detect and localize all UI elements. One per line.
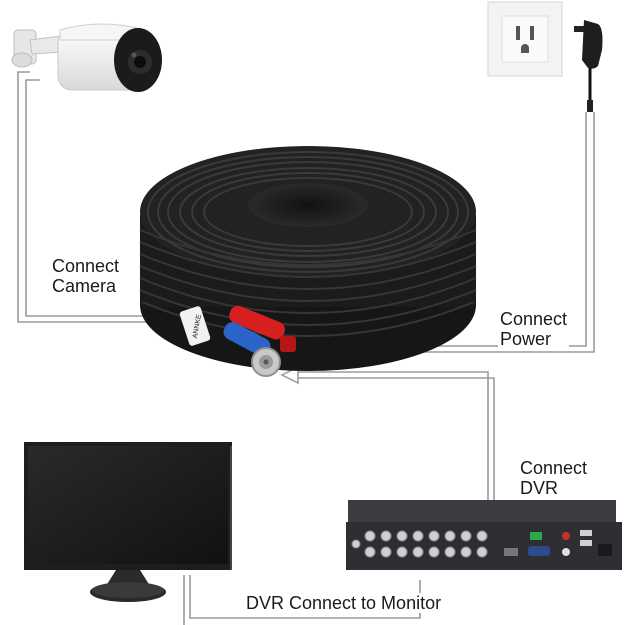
label-connect-power-line2: Power <box>500 329 567 349</box>
power-adapter <box>574 20 603 112</box>
monitor <box>24 442 232 602</box>
label-connect-power: Connect Power <box>498 309 569 349</box>
label-connect-dvr-line1: Connect <box>520 458 587 478</box>
label-connect-power-line1: Connect <box>500 309 567 329</box>
dvr <box>346 500 622 570</box>
label-connect-dvr-line2: DVR <box>520 478 587 498</box>
wall-outlet <box>488 2 562 76</box>
label-connect-camera: Connect Camera <box>50 256 121 296</box>
cable-coil: ANNKE <box>140 146 476 371</box>
label-connect-camera-line1: Connect <box>52 256 119 276</box>
bullet-camera <box>12 24 162 92</box>
label-connect-camera-line2: Camera <box>52 276 119 296</box>
label-connect-dvr: Connect DVR <box>518 458 589 498</box>
label-dvr-to-monitor: DVR Connect to Monitor <box>244 593 443 613</box>
